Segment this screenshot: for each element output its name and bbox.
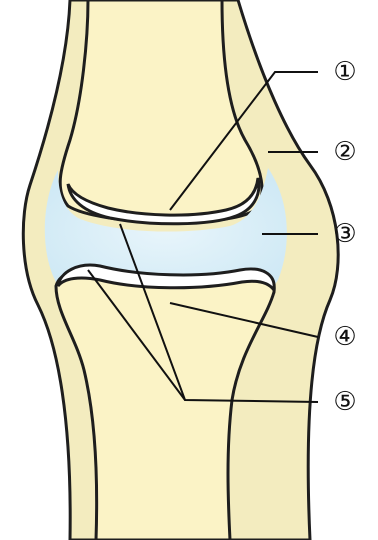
label-2: ② bbox=[333, 137, 356, 167]
callout-labels: ① ② ③ ④ ⑤ bbox=[333, 57, 356, 417]
label-3: ③ bbox=[333, 219, 356, 249]
label-1: ① bbox=[333, 57, 356, 87]
label-5: ⑤ bbox=[333, 387, 356, 417]
label-4: ④ bbox=[333, 322, 356, 352]
